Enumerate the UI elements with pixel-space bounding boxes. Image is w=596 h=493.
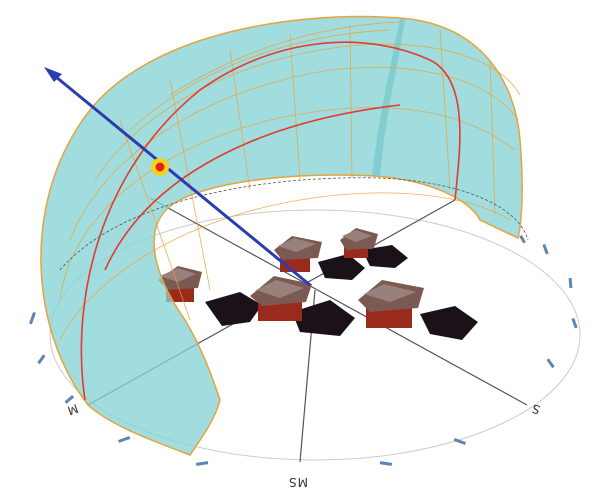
building-5 bbox=[358, 280, 424, 328]
compass-label-left: M bbox=[65, 401, 80, 418]
compass-label-bottom: MS bbox=[288, 475, 308, 489]
sun-vector bbox=[44, 67, 311, 287]
compass-tick-ring bbox=[29, 235, 578, 466]
horizon-edge bbox=[59, 177, 529, 271]
building-shadows bbox=[205, 245, 478, 340]
building-3 bbox=[340, 228, 378, 258]
arrow-head-icon bbox=[44, 67, 62, 82]
sun-position-icon bbox=[151, 158, 169, 176]
sun-path-curves bbox=[80, 41, 461, 401]
building-4 bbox=[250, 276, 312, 321]
